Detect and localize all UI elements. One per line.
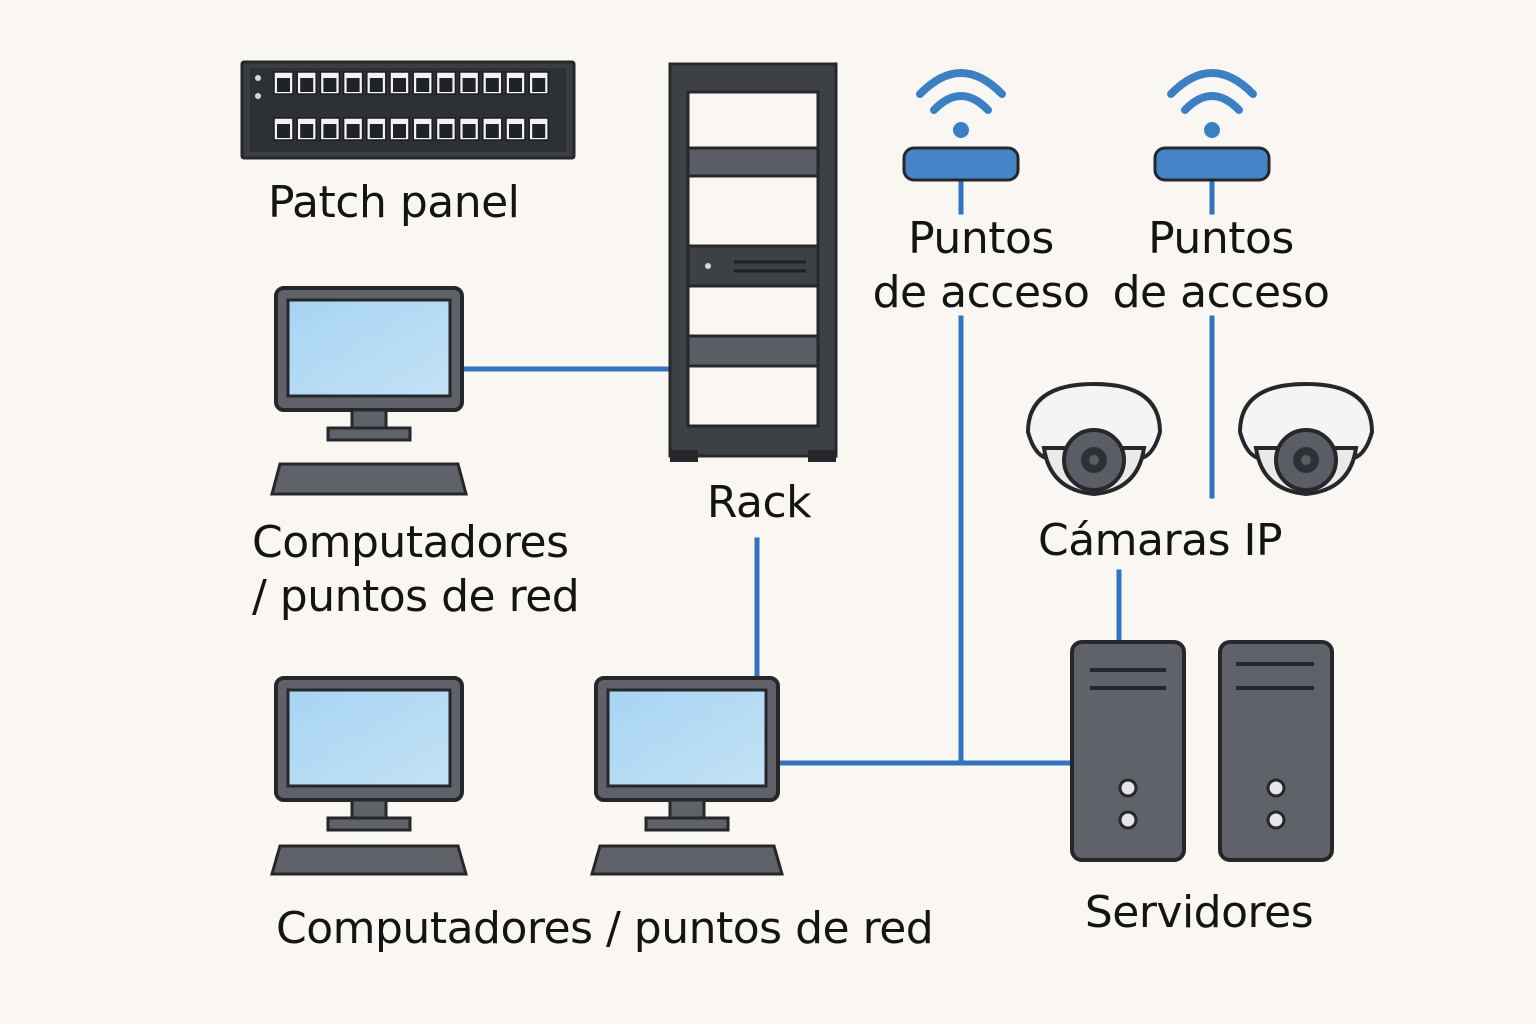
computer-icon-top: [270, 286, 468, 496]
camera-icon: [1025, 381, 1163, 497]
patch-port-jack: [416, 124, 430, 138]
label-access-point-2-line1: Puntos: [1148, 213, 1294, 264]
label-computers-bottom: Computadores / puntos de red: [276, 903, 934, 954]
patch-port-jack: [485, 124, 499, 138]
keyboard-icon: [270, 462, 468, 496]
patch-port-jack: [277, 124, 290, 138]
label-access-point-1: Puntos de acceso: [858, 212, 1104, 320]
cables: [459, 177, 1215, 766]
patch-port-jack: [439, 78, 453, 92]
label-access-point-1-line1: Puntos: [908, 213, 1054, 264]
label-ip-cameras: Cámaras IP: [1038, 515, 1282, 566]
patch-port-jack: [462, 124, 476, 138]
rack-icon: [668, 62, 838, 462]
patch-port-jack: [369, 78, 383, 92]
patch-port-jack: [346, 78, 360, 92]
server-icon: [1070, 640, 1186, 862]
patch-port-jack: [393, 124, 406, 138]
keyboard-icon: [270, 844, 468, 876]
label-computers-top-line2: / puntos de red: [252, 571, 580, 622]
patch-port-jack: [300, 124, 314, 138]
patch-port-jack: [369, 124, 383, 138]
label-access-point-1-line2: de acceso: [872, 267, 1090, 318]
access-point-icon: [902, 146, 1020, 182]
access-point-1: [902, 69, 1020, 182]
patch-port-jack: [462, 78, 476, 92]
label-patch-panel: Patch panel: [268, 177, 520, 228]
patch-port-jack: [393, 78, 406, 92]
label-rack: Rack: [706, 477, 812, 528]
label-servers: Servidores: [1084, 887, 1314, 938]
label-computers-top: Computadores / puntos de red: [252, 516, 580, 624]
patch-port-jack: [346, 124, 360, 138]
patch-port-jack: [439, 124, 453, 138]
patch-port-jack: [323, 124, 337, 138]
wifi-icon: [916, 69, 1006, 114]
server-icon: [1218, 640, 1334, 862]
patch-port-jack: [300, 78, 314, 92]
access-point-icon: [1153, 146, 1271, 182]
patch-port-jack: [532, 124, 546, 138]
patch-port-jack: [416, 78, 430, 92]
patch-port-jack: [509, 78, 522, 92]
patch-port-jack: [532, 78, 546, 92]
camera-icon: [1237, 381, 1375, 497]
patch-port-jack: [277, 78, 290, 92]
wifi-icon: [1167, 69, 1257, 114]
patch-port-jack: [323, 78, 337, 92]
patch-panel-icon: [240, 60, 576, 160]
computer-icon-bottom-center: [590, 676, 784, 876]
label-access-point-2-line2: de acceso: [1112, 267, 1330, 318]
access-point-2: [1153, 69, 1271, 182]
patch-port-jack: [509, 124, 522, 138]
patch-port-jack: [485, 78, 499, 92]
label-access-point-2: Puntos de acceso: [1098, 212, 1344, 320]
keyboard-icon: [590, 844, 784, 876]
computer-icon-bottom-left: [270, 676, 468, 876]
label-computers-top-line1: Computadores: [252, 517, 569, 568]
